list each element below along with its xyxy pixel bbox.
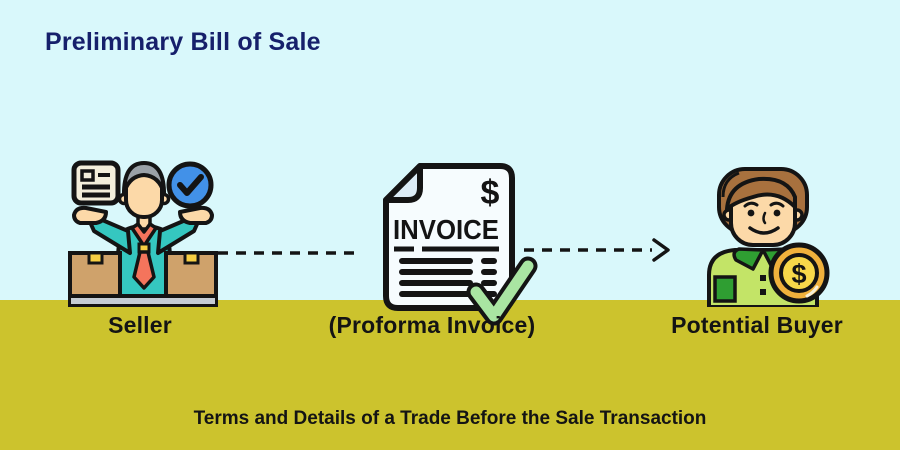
coin-icon: $ <box>768 242 830 304</box>
buyer-smile <box>748 226 780 235</box>
invoice-dollar-sign: $ <box>481 174 500 212</box>
seller-tie <box>132 250 156 290</box>
invoice-line-items <box>399 258 497 297</box>
seller-left-hand <box>72 205 108 225</box>
seller-right-hand <box>178 205 214 225</box>
seller-label: Seller <box>108 312 172 338</box>
paper-fold <box>383 163 423 203</box>
invoice-illustration: $ INVOICE <box>383 163 538 326</box>
invoice-label: (Proforma Invoice) <box>328 312 536 338</box>
seller-right-box <box>164 251 218 299</box>
caption-text: Terms and Details of a Trade Before the … <box>193 408 707 429</box>
verified-check-icon <box>466 256 538 326</box>
buyer-illustration: $ <box>707 167 830 307</box>
page-title: Preliminary Bill of Sale <box>45 28 321 56</box>
connector-invoice-to-buyer-arrow <box>524 238 670 262</box>
buyer-label: Potential Buyer <box>671 312 843 338</box>
bottom-color-band <box>0 300 900 450</box>
seller-table <box>68 294 218 307</box>
seller-illustration <box>68 160 218 307</box>
seller-left-box <box>68 251 122 299</box>
invoice-doc-title: INVOICE <box>393 214 499 245</box>
connector-seller-to-invoice <box>218 251 358 255</box>
seller-hair <box>122 161 166 195</box>
approved-check-icon <box>166 161 214 209</box>
buyer-shirt-pocket <box>713 275 737 303</box>
coin-dollar-sign: $ <box>791 259 806 289</box>
document-icon <box>71 160 121 206</box>
